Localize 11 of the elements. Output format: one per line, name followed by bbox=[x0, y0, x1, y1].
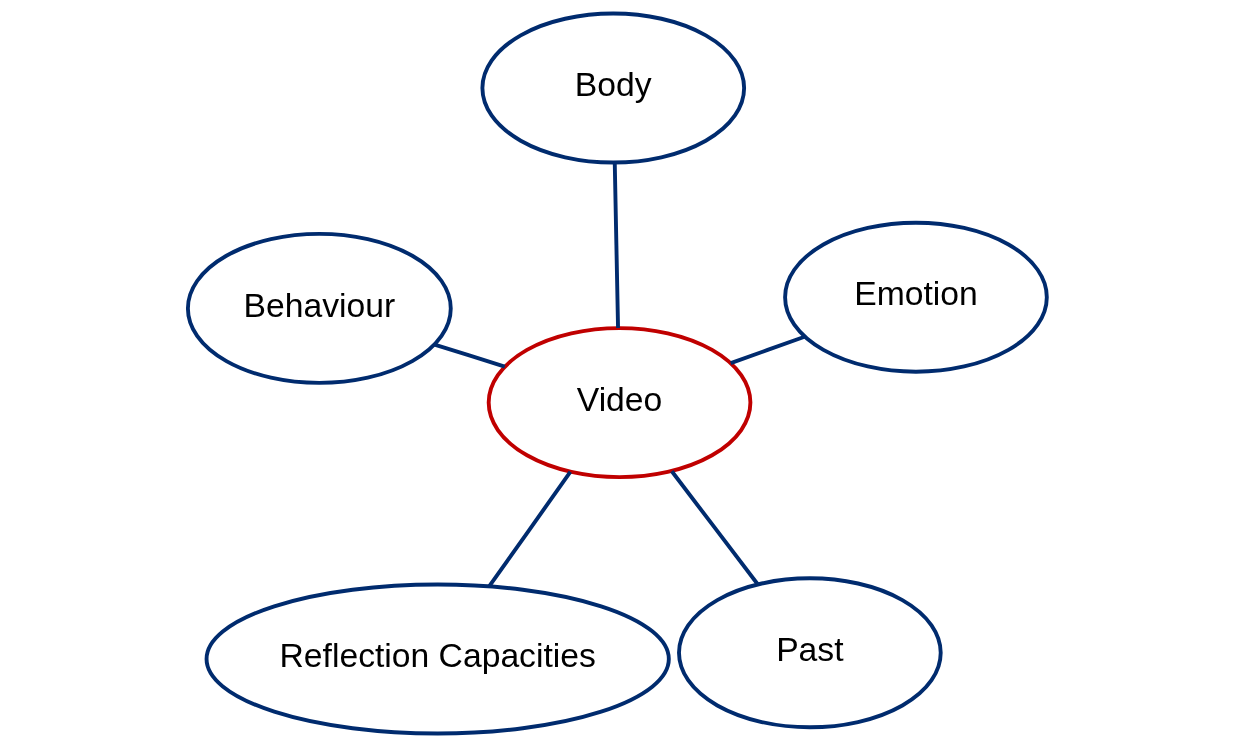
node-ellipse: Past bbox=[677, 576, 943, 730]
node-ellipse: Video bbox=[486, 326, 753, 480]
connector bbox=[612, 162, 620, 329]
connector bbox=[670, 470, 760, 586]
connector bbox=[487, 470, 572, 588]
connector bbox=[730, 334, 806, 365]
node-ellipse: Body bbox=[480, 11, 747, 165]
node-ellipse: Reflection Capacities bbox=[204, 582, 671, 736]
connector bbox=[433, 342, 506, 369]
node-ellipse: Behaviour bbox=[185, 231, 453, 385]
node-ellipse: Emotion bbox=[783, 220, 1049, 374]
